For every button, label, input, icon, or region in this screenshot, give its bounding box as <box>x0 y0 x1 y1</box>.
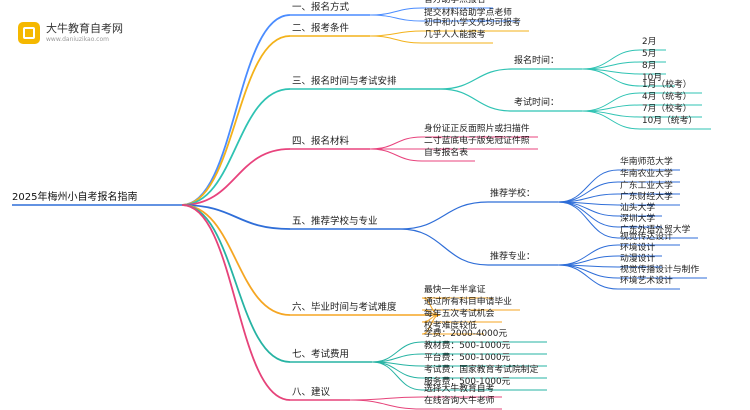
leaf-link <box>581 68 641 87</box>
leaf-link <box>349 396 423 401</box>
leaf-item: 最快一年半拿证 <box>424 285 486 295</box>
leaf-item: 平台费：500-1000元 <box>424 353 511 363</box>
leaf-item: 动漫设计 <box>620 254 656 264</box>
leaf-item: 官方助学点报名 <box>424 0 486 5</box>
leaf-link <box>369 148 423 162</box>
leaf-item: 选择大牛教育自考 <box>424 384 495 394</box>
leaf-item: 广东财经大学 <box>620 192 673 202</box>
group-label: 考试时间： <box>514 98 560 108</box>
leaf-item: 身份证正反面照片或扫描件 <box>424 124 530 134</box>
leaf-link <box>349 399 423 410</box>
leaf-link <box>557 255 619 266</box>
leaf-link <box>557 169 619 203</box>
leaf-item: 考试费：国家教育考试院制定 <box>424 365 539 375</box>
leaf-item: 汕头大学 <box>620 203 656 213</box>
leaf-link <box>369 14 423 22</box>
leaf-link <box>557 201 619 228</box>
leaf-item: 二寸蓝底电子版免冠证件照 <box>424 136 530 146</box>
leaf-link <box>369 35 423 44</box>
leaf-item: 广东工业大学 <box>620 181 673 191</box>
leaf-link <box>371 341 423 363</box>
leaf-item: 环境艺术设计 <box>620 276 673 286</box>
branch-link <box>181 204 291 401</box>
leaf-item: 提交材料给助学点老师 <box>424 8 512 18</box>
leaf-item: 5月 <box>642 49 657 59</box>
section-label: 一、报名方式 <box>292 2 350 13</box>
leaf-item: 1月（校考） <box>642 80 692 90</box>
leaf-link <box>557 264 619 290</box>
leaf-item: 每年五次考试机会 <box>424 309 495 319</box>
leaf-item: 几乎人人能报考 <box>424 30 486 40</box>
book-icon <box>18 22 40 44</box>
leaf-item: 华南师范大学 <box>620 157 673 167</box>
group-link <box>439 68 513 90</box>
brand-logo: 大牛教育自考网 www.daniuzikao.com <box>8 14 148 50</box>
leaf-link <box>369 7 423 16</box>
section-label: 七、考试费用 <box>292 349 350 360</box>
leaf-item: 校考难度较低 <box>424 321 477 331</box>
group-link <box>399 201 489 230</box>
leaf-item: 学费：2000-4000元 <box>424 329 508 339</box>
section-label: 三、报名时间与考试安排 <box>292 76 397 87</box>
branch-link <box>181 35 291 206</box>
leaf-item: 10月（统考） <box>642 116 698 126</box>
group-label: 报名时间： <box>514 56 560 66</box>
brand-name: 大牛教育自考网 <box>46 22 123 35</box>
leaf-item: 广东外语外贸大学 <box>620 225 691 235</box>
leaf-item: 4月（统考） <box>642 92 692 102</box>
section-label: 五、推荐学校与专业 <box>292 216 378 227</box>
leaf-item: 通过所有科目申请毕业 <box>424 297 512 307</box>
leaf-item: 视觉传达设计 <box>620 232 673 242</box>
leaf-link <box>557 181 619 203</box>
branch-link <box>181 204 291 230</box>
leaf-link <box>581 110 641 130</box>
group-link <box>399 228 489 266</box>
leaf-link <box>421 314 441 335</box>
brand-url: www.daniuzikao.com <box>46 36 109 43</box>
leaf-item: 华南农业大学 <box>620 169 673 179</box>
leaf-item: 自考报名表 <box>424 148 468 158</box>
section-label: 八、建议 <box>292 387 331 398</box>
leaf-link <box>581 49 641 70</box>
branch-link <box>181 204 291 316</box>
leaf-item: 视觉传播设计与制作 <box>620 265 700 275</box>
group-label: 推荐专业： <box>490 252 536 262</box>
root-topic: 2025年梅州小自考报名指南 <box>12 192 138 203</box>
leaf-link <box>557 244 619 266</box>
leaf-item: 2月 <box>642 37 657 47</box>
leaf-item: 7月（校考） <box>642 104 692 114</box>
leaf-item: 8月 <box>642 61 657 71</box>
group-link <box>439 88 513 112</box>
group-label: 推荐学校： <box>490 189 536 199</box>
leaf-item: 初中和小学文凭均可报考 <box>424 18 521 28</box>
leaf-item: 在线咨询大牛老师 <box>424 396 495 406</box>
section-label: 六、毕业时间与考试难度 <box>292 302 397 313</box>
leaf-item: 环境设计 <box>620 243 656 253</box>
branch-link <box>181 204 291 363</box>
branch-link <box>181 148 291 206</box>
leaf-item: 教材费：500-1000元 <box>424 341 511 351</box>
leaf-item: 10月 <box>642 73 662 83</box>
leaf-item: 服务费：500-1000元 <box>424 377 511 387</box>
branch-link <box>181 88 291 206</box>
leaf-link <box>369 30 423 37</box>
section-label: 四、报名材料 <box>292 136 350 147</box>
leaf-link <box>369 136 423 150</box>
leaf-link <box>371 361 423 391</box>
leaf-item: 深圳大学 <box>620 214 656 224</box>
leaf-link <box>557 201 619 239</box>
section-label: 二、报考条件 <box>292 23 350 34</box>
